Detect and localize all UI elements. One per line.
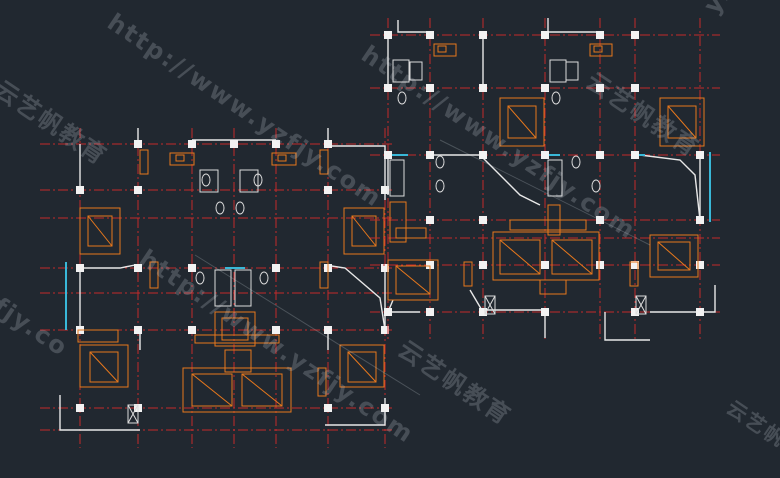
watermark-lines: [194, 139, 651, 396]
right-floor-plan[interactable]: [370, 18, 720, 341]
right-furniture: [387, 43, 705, 301]
right-walls: [386, 18, 716, 341]
left-floor-plan[interactable]: [40, 128, 395, 448]
left-furniture: [77, 149, 385, 413]
left-windows: [65, 262, 245, 330]
right-fixtures: [389, 59, 647, 315]
cad-drawing-canvas[interactable]: [0, 0, 780, 457]
left-fixtures: [127, 169, 269, 424]
left-walls: [59, 128, 386, 431]
right-columns: [384, 31, 704, 316]
